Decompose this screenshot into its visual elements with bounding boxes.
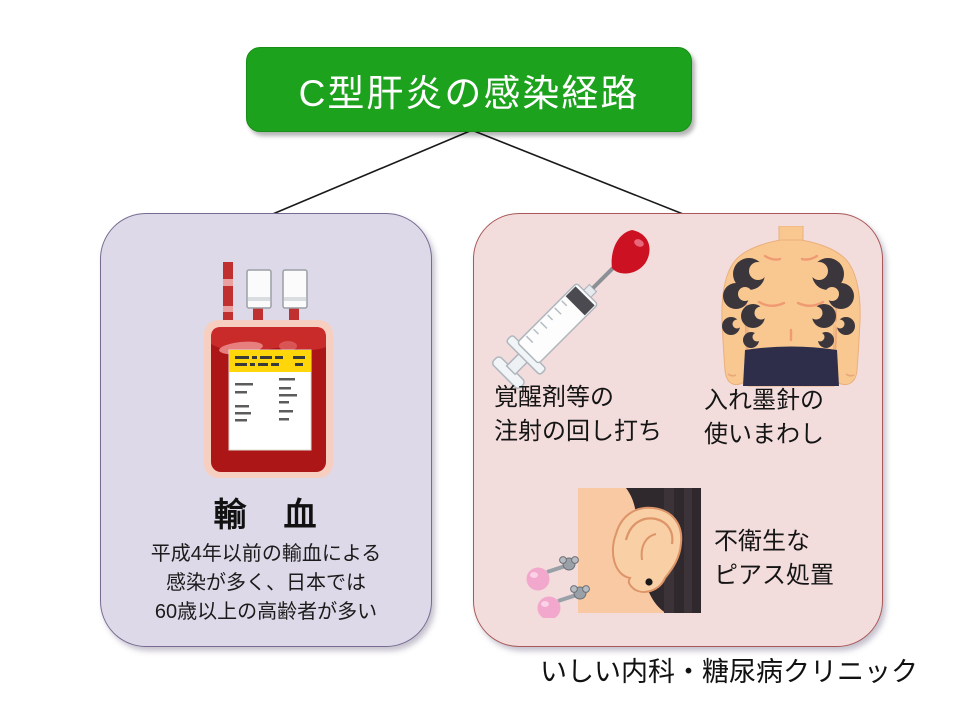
needle-sharing-line-2: 注射の回し打ち (494, 418, 662, 445)
piercing-line-2: ピアス処置 (714, 562, 834, 589)
connector-line-left (267, 130, 471, 217)
tattoo-right (809, 258, 855, 348)
piercing-label: 不衛生な ピアス処置 (714, 525, 834, 593)
transfusion-desc-line-1: 平成4年以前の輸血による (150, 543, 382, 565)
needle-sharing-line-1: 覚醒剤等の (494, 384, 614, 411)
blood-bag-icon (204, 262, 333, 478)
transfusion-description: 平成4年以前の輸血による 感染が多く、日本では 60歳以上の高齢者が多い (101, 540, 431, 627)
tattoo-needle-label: 入れ墨針の 使いまわし (704, 384, 824, 452)
tattooed-torso-icon (721, 226, 861, 387)
routes-card: 覚醒剤等の 注射の回し打ち 入れ墨針の 使いまわし 不衛生な ピアス処置 (473, 213, 883, 647)
page-title: C型肝炎の感染経路 (298, 72, 640, 114)
pierced-ear-icon (526, 488, 701, 618)
blood-drop (611, 230, 650, 274)
transfusion-desc-line-2: 感染が多く、日本では (166, 572, 366, 594)
piercing-hole (645, 578, 653, 586)
port-caps (246, 269, 308, 309)
blood-bag-label (228, 349, 312, 451)
piercing-line-1: 不衛生な (714, 528, 810, 555)
transfusion-desc-line-3: 60歳以上の高齢者が多い (154, 601, 378, 623)
transfusion-card: 輸 血 平成4年以前の輸血による 感染が多く、日本では 60歳以上の高齢者が多い (100, 213, 432, 647)
needle-sharing-label: 覚醒剤等の 注射の回し打ち (494, 381, 662, 449)
tattoo-needle-line-1: 入れ墨針の (704, 387, 824, 414)
syringe-icon (491, 230, 650, 390)
clinic-name-footer: いしい内科・糖尿病クリニック (540, 657, 918, 687)
tattoo-needle-line-2: 使いまわし (704, 421, 824, 448)
earring-bottom (537, 585, 590, 618)
tattoo-left (722, 258, 768, 348)
title-box: C型肝炎の感染経路 (246, 47, 692, 132)
earring-top (526, 556, 579, 591)
transfusion-heading: 輸 血 (213, 496, 319, 533)
connector-line-right (473, 130, 684, 215)
